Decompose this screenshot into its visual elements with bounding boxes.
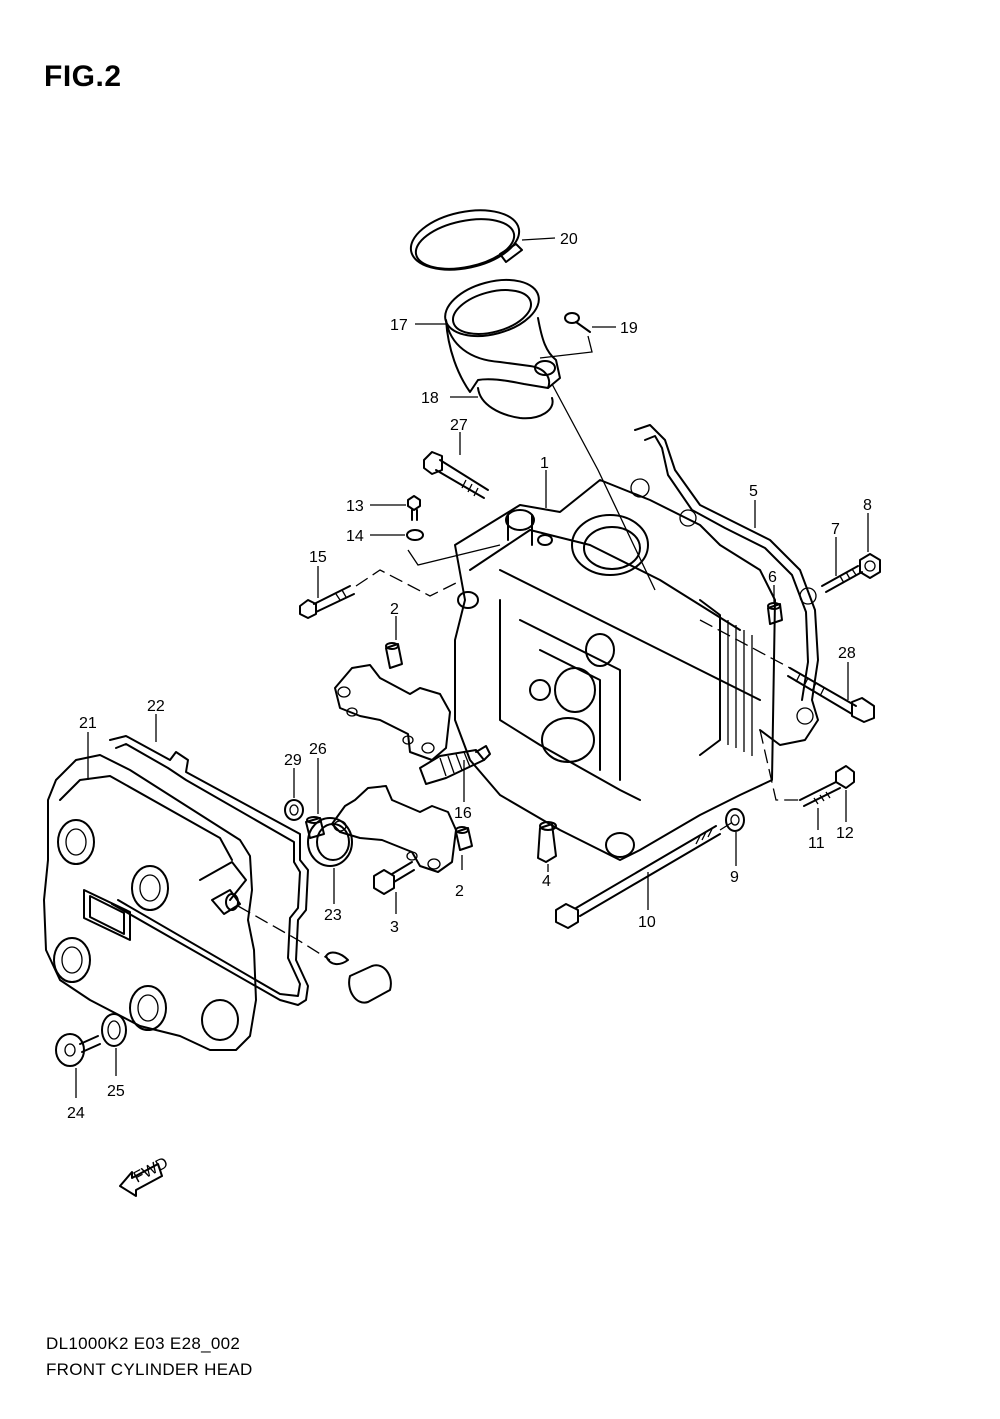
washer-part-12 (759, 729, 855, 822)
callout-2-upper: 2 (390, 601, 399, 618)
callout-16: 16 (454, 805, 472, 822)
callout-27: 27 (450, 417, 468, 434)
callout-3: 3 (390, 919, 399, 936)
bolt-part-3 (373, 861, 415, 914)
callout-4: 4 (542, 873, 551, 890)
cylinder-head-cover-gasket-part-22 (109, 714, 309, 1006)
callout-24: 24 (67, 1105, 85, 1122)
callout-20: 20 (560, 231, 578, 248)
dowel-pin-part-2-lower (455, 826, 473, 870)
bolt-part-13 (370, 495, 421, 521)
bolt-part-15 (299, 566, 459, 619)
callout-labels: 1 2 2 3 4 5 6 7 8 9 10 11 12 13 14 15 16… (67, 231, 872, 1122)
stud-bolt-part-7 (821, 537, 863, 593)
figure-title: FIG.2 (44, 60, 122, 93)
callout-13: 13 (346, 498, 364, 515)
spark-plug-part-16 (419, 745, 491, 802)
oil-seal-part-23 (307, 817, 353, 904)
long-bolt-part-10 (555, 819, 737, 929)
breather-plug (225, 893, 392, 1004)
callout-14: 14 (346, 528, 364, 545)
callout-28: 28 (838, 645, 856, 662)
callout-1: 1 (540, 455, 549, 472)
dowel-pin-part-26 (305, 758, 325, 839)
screw-part-19 (539, 312, 616, 359)
cylinder-head-cover-part-21 (43, 732, 257, 1051)
callout-6: 6 (768, 569, 777, 586)
callout-9: 9 (730, 869, 739, 886)
callout-18: 18 (421, 390, 439, 407)
callout-7: 7 (831, 521, 840, 538)
dowel-pin-part-6 (767, 585, 783, 625)
o-ring-part-18 (450, 387, 554, 420)
bolt-part-27 (423, 432, 489, 499)
bushing-part-4 (537, 821, 557, 872)
callout-15: 15 (309, 549, 327, 566)
callout-11: 11 (808, 835, 825, 852)
cylinder-head-part-1 (454, 470, 776, 861)
bolt-part-11 (799, 781, 841, 830)
callout-8: 8 (863, 497, 872, 514)
nut-part-8 (859, 513, 881, 579)
callout-25: 25 (107, 1083, 125, 1100)
callout-17: 17 (390, 317, 408, 334)
cam-journal-holder-lower (331, 785, 457, 873)
bolt-part-24 (55, 1033, 101, 1098)
callout-10: 10 (638, 914, 656, 931)
cam-journal-holder-upper (334, 664, 451, 761)
figure-name: FRONT CYLINDER HEAD (46, 1360, 253, 1379)
seal-washer-part-25 (101, 1013, 127, 1076)
callout-29: 29 (284, 752, 302, 769)
callout-19: 19 (620, 320, 638, 337)
callout-22: 22 (147, 698, 165, 715)
cylinder-head-gasket-part-5 (630, 424, 819, 746)
figure-code: DL1000K2 E03 E28_002 (46, 1334, 241, 1353)
bolt-part-28 (699, 619, 875, 723)
seal-ring-part-29 (284, 768, 304, 821)
forward-direction-arrow: FWD (119, 1154, 171, 1197)
callout-5: 5 (749, 483, 758, 500)
intake-pipe-part-17 (415, 278, 561, 393)
dowel-pin-part-2-upper (385, 616, 403, 669)
callout-26: 26 (309, 741, 327, 758)
hose-clamp-part-20 (409, 209, 556, 271)
callout-23: 23 (324, 907, 342, 924)
callout-21: 21 (79, 715, 97, 732)
callout-2-lower: 2 (455, 883, 464, 900)
callout-12: 12 (836, 825, 854, 842)
washer-part-9 (725, 808, 745, 866)
washer-part-14 (370, 529, 501, 566)
